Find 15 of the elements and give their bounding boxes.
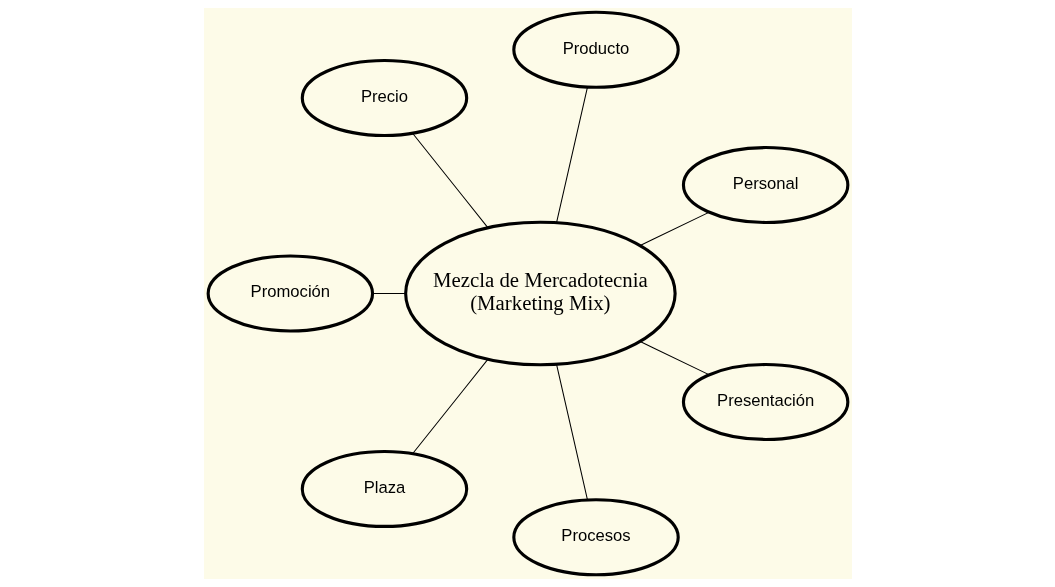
connector [411,358,488,455]
node-ellipse: Procesos [511,498,680,577]
node-ellipse: Personal [681,146,849,225]
node-ellipse: Producto [511,10,680,89]
node-ellipse: Plaza [300,449,468,528]
connector [371,292,406,294]
connector [555,363,588,501]
connector [555,86,588,224]
node-ellipse: Promoción [206,254,374,333]
node-ellipse: Presentación [681,362,849,441]
node-ellipse: Mezcla de Mercadotecnia (Marketing Mix) [403,220,677,367]
node-ellipse: Precio [300,59,468,138]
connector [639,341,709,376]
connector [639,211,709,246]
connector [411,132,488,229]
